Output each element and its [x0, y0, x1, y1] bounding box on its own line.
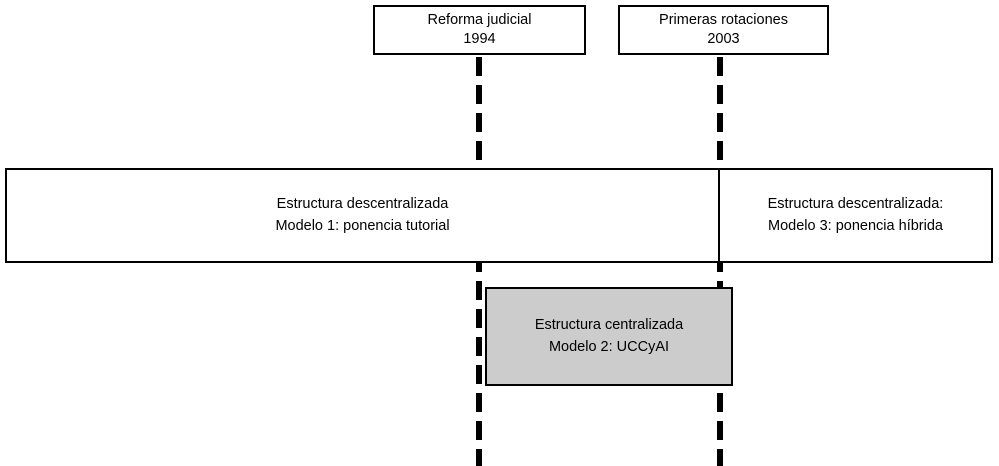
- structure-bar: Estructura descentralizada Modelo 1: pon…: [5, 168, 993, 263]
- segment-line-2: Modelo 1: ponencia tutorial: [275, 217, 450, 234]
- centralized-structure-box: Estructura centralizada Modelo 2: UCCyAI: [485, 287, 733, 386]
- segment-line-2: Modelo 3: ponencia híbrida: [768, 217, 943, 234]
- bar-segment-decentralized-late: Estructura descentralizada: Modelo 3: po…: [720, 170, 991, 261]
- event-box-reforma-judicial: Reforma judicial 1994: [373, 5, 586, 55]
- event-year: 2003: [707, 31, 740, 47]
- event-label: Primeras rotaciones: [659, 12, 788, 29]
- centralized-line-2: Modelo 2: UCCyAI: [548, 338, 670, 355]
- segment-line-1: Estructura descentralizada: [276, 196, 449, 213]
- event-label: Reforma judicial: [427, 12, 532, 29]
- event-box-primeras-rotaciones: Primeras rotaciones 2003: [618, 5, 829, 55]
- centralized-line-1: Estructura centralizada: [534, 317, 684, 334]
- segment-line-1: Estructura descentralizada:: [767, 196, 944, 213]
- bar-segment-decentralized-early: Estructura descentralizada Modelo 1: pon…: [7, 170, 720, 261]
- event-year: 1994: [463, 31, 496, 47]
